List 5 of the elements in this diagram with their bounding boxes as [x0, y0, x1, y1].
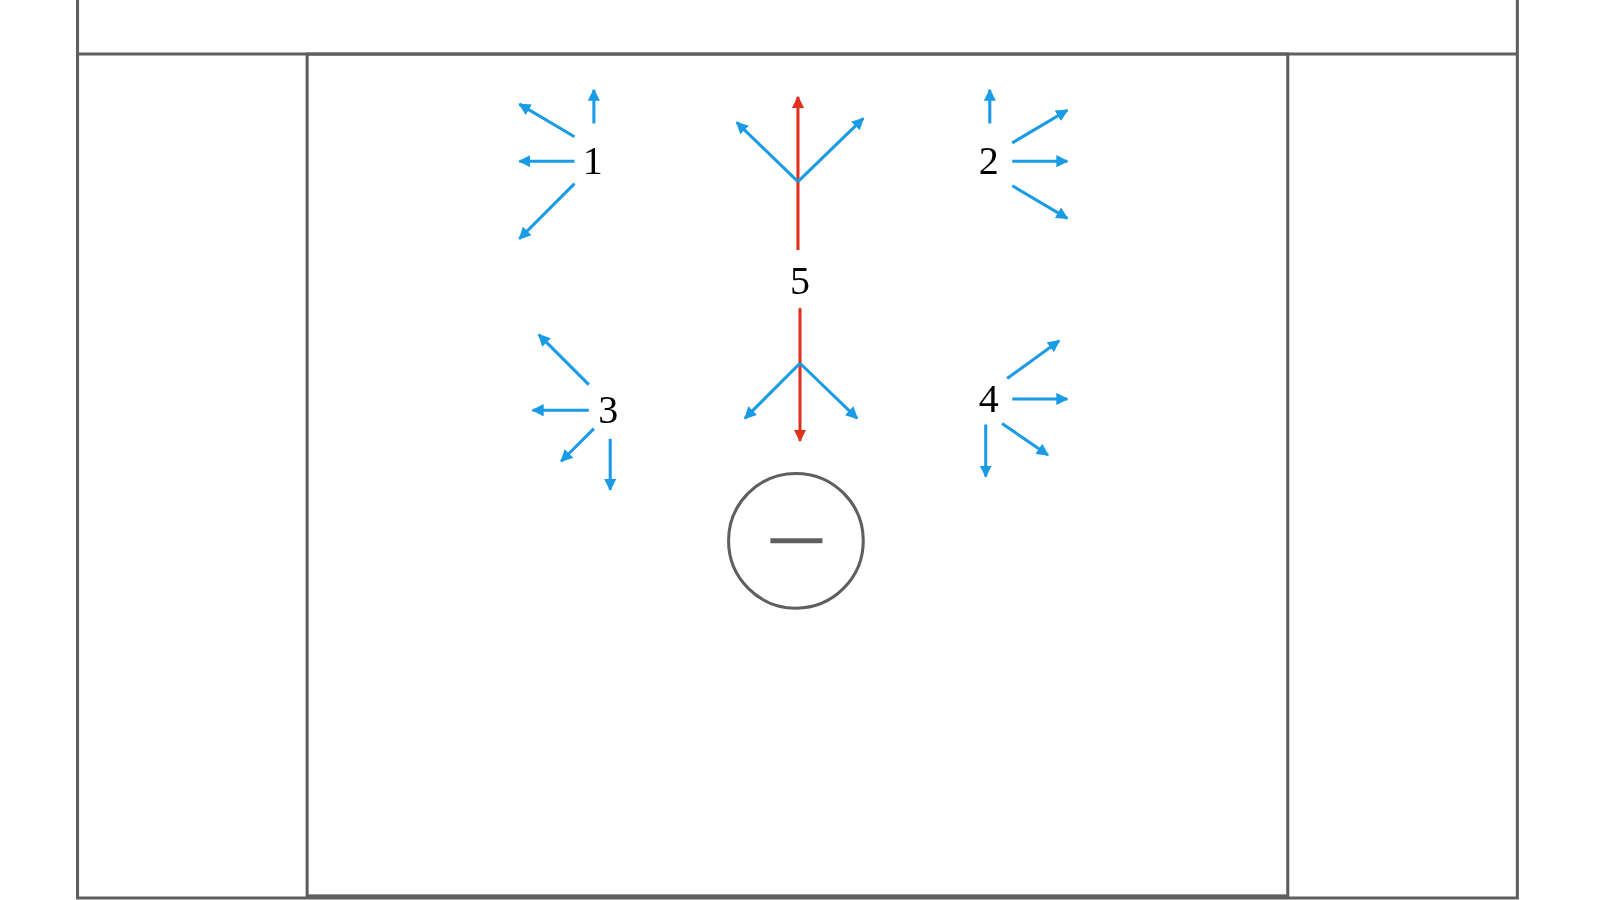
position-number: 1 [582, 141, 603, 182]
position-number: 4 [978, 378, 999, 419]
position-number: 5 [790, 260, 810, 301]
position-number: 3 [598, 390, 619, 431]
position-number: 2 [978, 141, 999, 182]
